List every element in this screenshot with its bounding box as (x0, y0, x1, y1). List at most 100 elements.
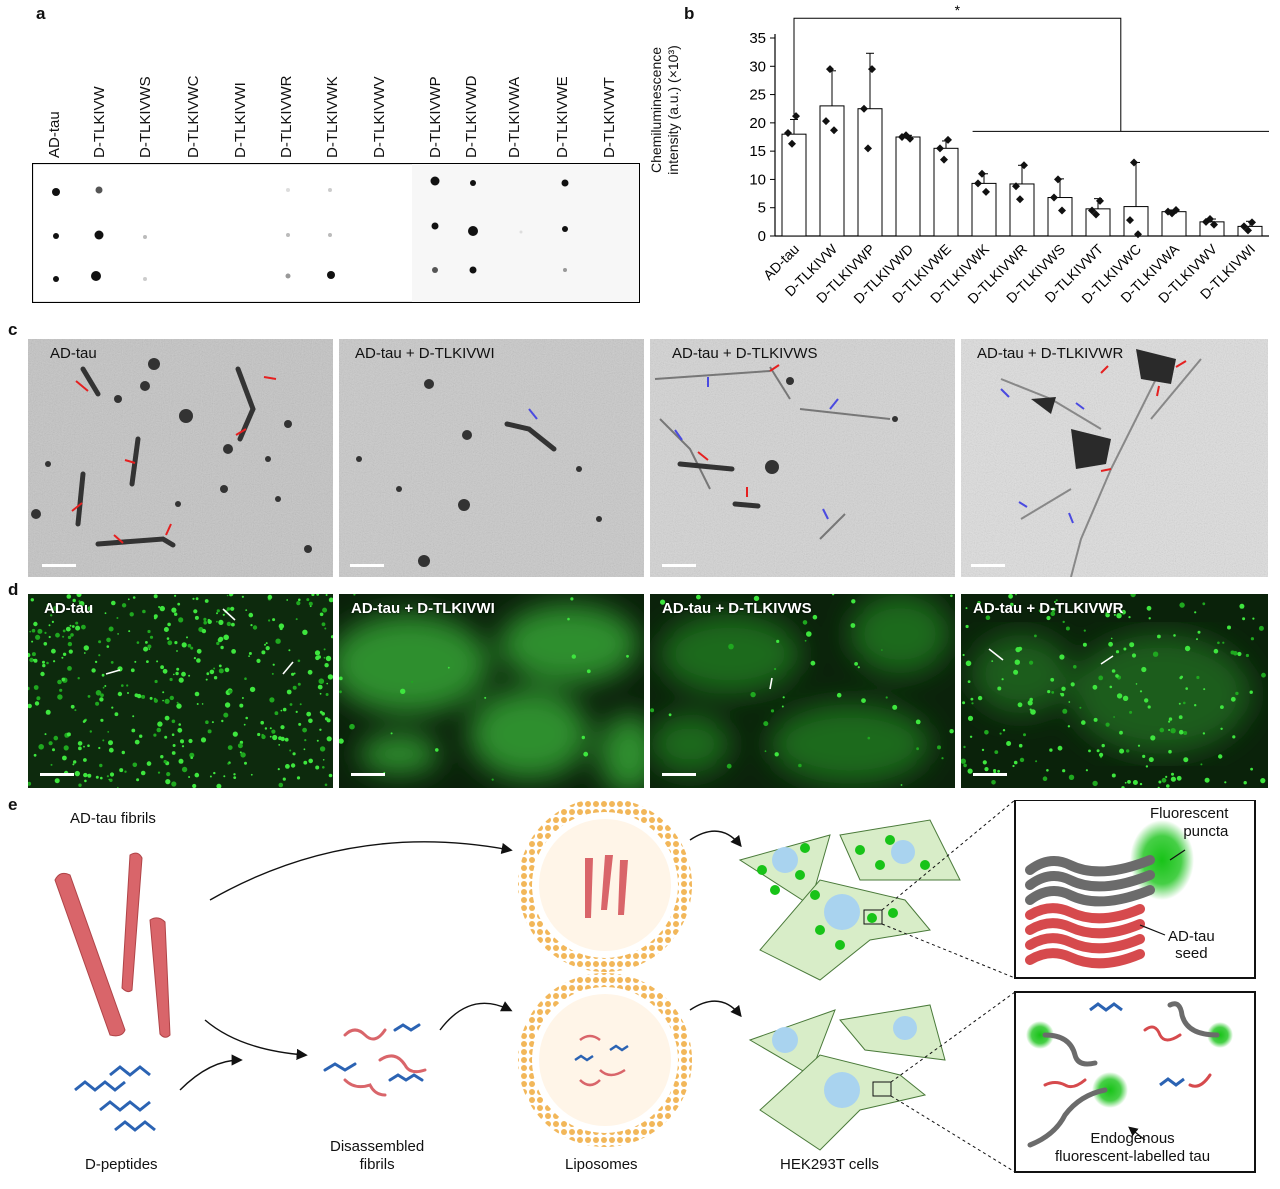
bar (781, 133, 807, 237)
fluorescent-punctum (32, 658, 36, 662)
fluorescent-punctum (1113, 613, 1116, 616)
fluorescent-punctum (100, 776, 103, 780)
fluorescent-punctum (1147, 705, 1151, 709)
fluorescent-punctum (326, 736, 332, 742)
fluor-image (961, 594, 1268, 788)
fluorescent-punctum (1217, 641, 1220, 645)
data-point (1206, 215, 1214, 224)
blot-dot (469, 266, 477, 274)
fluorescent-punctum (1183, 757, 1189, 763)
fluorescent-punctum (213, 667, 216, 670)
puncta-line1: Fluorescent (1150, 805, 1229, 822)
fluorescent-punctum (269, 727, 272, 730)
blot-dot (52, 188, 60, 196)
fluorescent-punctum (102, 739, 105, 742)
lane-label: D-TLKIVWP (427, 76, 444, 158)
em-image (339, 339, 644, 577)
fibrils-label: AD-tau fibrils (70, 810, 156, 827)
fluorescent-punctum (586, 669, 591, 674)
fluorescent-punctum (1202, 732, 1206, 735)
fluorescent-punctum (166, 772, 171, 777)
fluorescent-punctum (1203, 688, 1206, 691)
bar (819, 105, 845, 237)
fluorescent-punctum (106, 645, 110, 648)
fluorescent-punctum (1078, 606, 1081, 609)
fluorescent-punctum (1197, 630, 1201, 634)
fluorescent-punctum (240, 752, 246, 758)
fluorescent-punctum (867, 736, 871, 740)
fluorescent-punctum (1129, 710, 1133, 714)
fluorescent-punctum (991, 660, 994, 662)
fluorescent-punctum (328, 773, 333, 778)
fluorescent-punctum (1092, 780, 1098, 787)
fluorescent-punctum (187, 643, 192, 648)
data-point (940, 155, 948, 164)
fluorescent-punctum (798, 763, 802, 768)
fluorescent-punctum (107, 731, 110, 733)
fluorescent-punctum (248, 652, 252, 655)
fluor-image (650, 594, 955, 788)
fluorescent-punctum (67, 635, 72, 640)
fluorescent-punctum (261, 650, 266, 655)
fluorescent-punctum (111, 600, 116, 606)
y-tick-label: 20 (749, 115, 766, 132)
fluorescent-punctum (1250, 637, 1254, 641)
y-tick-label: 10 (749, 171, 766, 188)
fluorescent-punctum (61, 677, 66, 682)
fluorescent-punctum (1061, 686, 1066, 691)
fluorescent-punctum (961, 758, 966, 764)
fluorescent-punctum (91, 668, 96, 673)
fluorescent-punctum (1243, 781, 1247, 785)
em-image (961, 339, 1268, 577)
fluorescent-punctum (102, 686, 105, 689)
fluorescent-punctum (1258, 625, 1264, 631)
endogenous-line1: Endogenous (1090, 1130, 1175, 1147)
fluorescent-punctum (1105, 722, 1110, 727)
lane-label: D-TLKIVWT (601, 77, 618, 158)
fluorescent-punctum (145, 641, 148, 644)
fluorescent-punctum (1222, 641, 1225, 644)
fluorescent-punctum (250, 624, 253, 627)
fluorescent-punctum (121, 750, 126, 755)
fluorescent-punctum (660, 599, 666, 605)
significance-star: * (955, 2, 961, 18)
fluorescent-punctum (327, 674, 333, 680)
fluorescent-punctum (50, 763, 53, 766)
fluorescent-punctum (171, 733, 175, 736)
fluorescent-punctum (339, 676, 343, 681)
fluorescent-punctum (87, 606, 93, 612)
fluorescent-punctum (265, 646, 270, 651)
fluorescent-punctum (83, 758, 87, 762)
fluorescent-punctum (149, 696, 153, 700)
fluorescent-punctum (1194, 611, 1197, 614)
fluorescent-punctum (256, 658, 261, 663)
fluorescent-punctum (295, 710, 298, 713)
fluorescent-punctum (136, 693, 142, 699)
fluorescent-punctum (109, 778, 113, 782)
fluorescent-punctum (275, 638, 281, 644)
fluorescent-punctum (1144, 698, 1149, 703)
fluorescent-punctum (53, 606, 59, 611)
data-point (1058, 206, 1066, 215)
fluorescent-punctum (132, 596, 136, 599)
fluorescent-punctum (48, 741, 53, 746)
fluorescent-punctum (156, 727, 162, 733)
fluorescent-punctum (77, 741, 83, 746)
fluorescent-punctum (321, 622, 326, 627)
fluorescent-punctum (915, 719, 921, 725)
fluorescent-punctum (965, 660, 972, 667)
fluorescent-punctum (163, 627, 169, 632)
data-point (1210, 220, 1218, 229)
blot-dot (143, 277, 147, 281)
fluorescent-punctum (192, 597, 195, 600)
lane-label: D-TLKIVWI (232, 82, 249, 158)
fluorescent-punctum (1245, 653, 1249, 658)
fluorescent-punctum (810, 660, 816, 666)
fluorescent-punctum (850, 623, 856, 628)
fluorescent-punctum (323, 656, 326, 659)
puncta-label: Fluorescent puncta (1150, 805, 1228, 841)
em-tile-ad-tau: AD-tau (28, 339, 333, 577)
fluorescent-punctum (295, 618, 298, 621)
em-tile-tlkivwr: AD-tau + D-TLKIVWR (961, 339, 1268, 577)
fluorescent-punctum (857, 666, 860, 669)
